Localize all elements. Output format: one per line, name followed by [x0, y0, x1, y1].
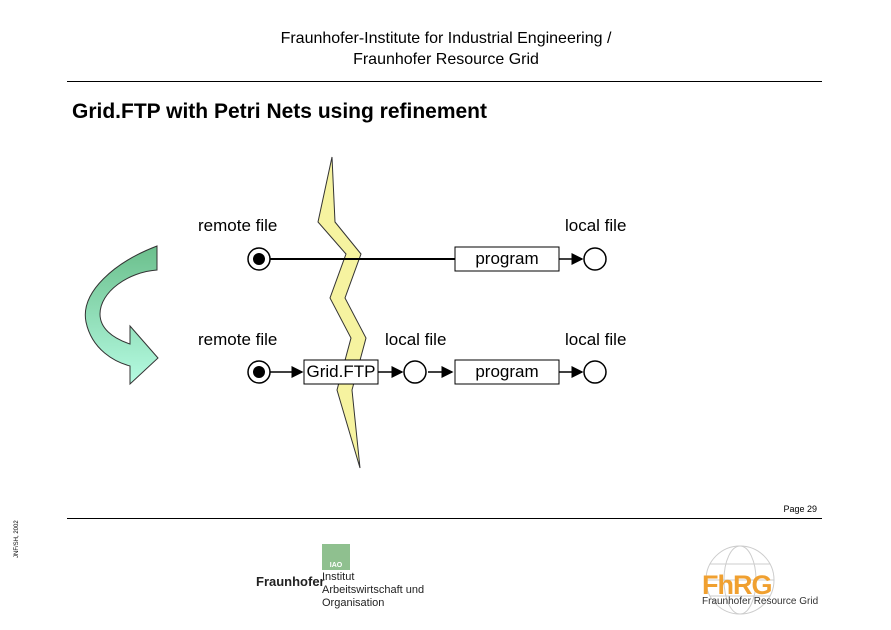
vertical-note: JNF/SH, 2002	[14, 520, 20, 558]
footer-divider	[67, 518, 822, 519]
iao-badge-icon: IAO	[322, 544, 350, 570]
header-divider	[67, 81, 822, 82]
gridftp-label: Grid.FTP	[306, 362, 376, 381]
local-file-place-1	[583, 247, 607, 271]
remote-file-label-2: remote file	[198, 330, 278, 349]
program-transition-2	[454, 359, 560, 385]
globe-icon	[705, 545, 775, 615]
refinement-arrow	[84, 245, 159, 386]
iao-fraunhofer-text: Fraunhofer	[256, 574, 325, 589]
local-file-place-mid	[403, 360, 427, 384]
program-label-1: program	[475, 249, 539, 268]
fhrg-logo: FhRG Fraunhofer Resource Grid	[694, 542, 824, 618]
local-file-label-mid: local file	[385, 330, 447, 349]
local-file-label-2: local file	[565, 330, 627, 349]
iao-institute-text: Institut Arbeitswirtschaft und Organisat…	[322, 571, 425, 609]
page-number: Page 29	[783, 504, 817, 514]
program-label-2: program	[475, 362, 539, 381]
header: Fraunhofer-Institute for Industrial Engi…	[70, 28, 822, 70]
header-line-2: Fraunhofer Resource Grid	[353, 51, 539, 68]
program-transition-1	[454, 246, 560, 272]
local-file-label-1: local file	[565, 216, 627, 235]
gridftp-transition	[303, 359, 379, 385]
local-file-place-2	[583, 360, 607, 384]
remote-file-token-2	[253, 366, 265, 378]
remote-file-token-1	[253, 253, 265, 265]
lightning-bolt	[317, 156, 367, 469]
slide-title: Grid.FTP with Petri Nets using refinemen…	[72, 100, 488, 123]
header-line-1: Fraunhofer-Institute for Industrial Engi…	[280, 30, 612, 47]
remote-file-label-1: remote file	[198, 216, 278, 235]
iao-logo: IAO Fraunhofer Institut Arbeitswirtschaf…	[254, 542, 430, 620]
fhrg-logo-text: FhRG	[702, 570, 772, 600]
fhrg-subtitle: Fraunhofer Resource Grid	[702, 596, 819, 607]
